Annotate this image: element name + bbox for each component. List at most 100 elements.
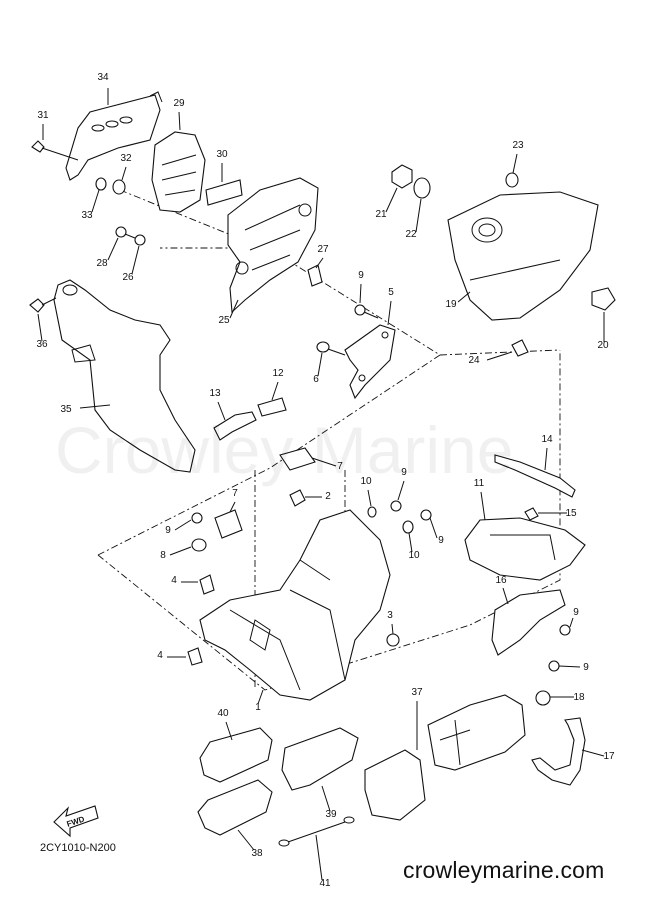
part-number-label: 8 xyxy=(160,550,166,561)
part-number-label: 5 xyxy=(388,287,394,298)
leader-line xyxy=(225,721,233,741)
part-number-label: 36 xyxy=(36,339,48,350)
bracket-16 xyxy=(491,589,566,656)
part-number-label: 31 xyxy=(37,110,49,121)
bolts-9-mid xyxy=(390,500,432,521)
part-number-label: 39 xyxy=(325,809,337,820)
part-number-label: 41 xyxy=(319,878,331,889)
battery-box-1 xyxy=(199,509,391,701)
part-number-label: 4 xyxy=(157,650,163,661)
leader-line xyxy=(558,665,581,668)
part-number-label: 11 xyxy=(474,478,485,489)
cable-41 xyxy=(278,816,355,847)
leader-line xyxy=(457,291,471,303)
leader-line xyxy=(131,245,140,275)
leader-line xyxy=(415,198,422,233)
website-footer: crowleymarine.com xyxy=(403,857,605,883)
part-number-label: 18 xyxy=(573,692,585,703)
tube-40 xyxy=(199,727,273,783)
leader-line xyxy=(512,153,518,174)
bracket-5 xyxy=(344,324,396,400)
leader-line xyxy=(311,457,337,467)
bolt-9-upper xyxy=(354,304,379,319)
part-number-label: 21 xyxy=(375,209,387,220)
grommet-18 xyxy=(535,690,551,706)
tube-38 xyxy=(197,779,273,836)
leader-line xyxy=(169,546,192,556)
part-number-label: 2 xyxy=(325,491,331,502)
cover-29 xyxy=(151,131,206,213)
leader-line xyxy=(544,447,548,471)
leader-line xyxy=(359,283,362,304)
bolt-31 xyxy=(31,140,79,161)
leader-line xyxy=(178,111,181,131)
leader-line xyxy=(480,491,486,521)
leader-line xyxy=(387,300,392,326)
side-cover-19 xyxy=(447,191,599,321)
pad-7-left xyxy=(214,509,243,539)
part-number-label: 9 xyxy=(438,535,444,546)
bracket-assembly-25-27 xyxy=(227,177,323,314)
leader-line xyxy=(107,237,119,261)
top-bracket-34 xyxy=(65,91,163,181)
collar-3 xyxy=(386,633,400,647)
part-number-label: 30 xyxy=(216,149,228,160)
part-number-label: 9 xyxy=(573,607,579,618)
part-number-label: 10 xyxy=(408,550,420,561)
part-number-label: 7 xyxy=(337,461,343,472)
holder-37 xyxy=(364,694,526,821)
part-number-label: 7 xyxy=(232,488,238,499)
nut-2 xyxy=(289,489,306,507)
part-number-label: 17 xyxy=(603,751,615,762)
bracket-11 xyxy=(464,517,586,581)
part-number-label: 9 xyxy=(165,525,171,536)
pad-7-upper xyxy=(279,447,316,471)
screw-36 xyxy=(29,297,57,313)
part-number-label: 14 xyxy=(541,434,553,445)
strap-17 xyxy=(531,717,586,786)
grommet-32-33 xyxy=(95,177,126,195)
leader-line xyxy=(229,299,239,319)
leader-line xyxy=(429,517,438,539)
leader-line xyxy=(367,489,372,507)
leader-lines xyxy=(37,88,605,881)
clip-4-upper xyxy=(199,574,215,595)
part-number-label: 32 xyxy=(120,153,132,164)
part-number-label: 3 xyxy=(387,610,393,621)
fwd-arrow-icon: FWD xyxy=(53,805,99,838)
leader-line xyxy=(317,352,323,377)
part-number-label: 6 xyxy=(313,374,319,385)
leader-line xyxy=(397,480,405,501)
part-number-label: 22 xyxy=(405,229,417,240)
leader-line xyxy=(486,351,513,361)
leader-line xyxy=(174,519,192,531)
part-number-label: 13 xyxy=(209,388,221,399)
strap-13 xyxy=(213,411,257,441)
part-number-label: 24 xyxy=(468,355,480,366)
leader-line xyxy=(237,829,255,851)
leader-line xyxy=(321,785,331,812)
leader-line xyxy=(257,689,264,705)
leader-line xyxy=(37,313,43,342)
part-number-label: 10 xyxy=(360,476,372,487)
leader-line xyxy=(121,166,127,181)
clip-24 xyxy=(511,339,529,357)
large-plate-35 xyxy=(53,279,196,473)
part-number-label: 23 xyxy=(512,140,524,151)
part-number-label: 29 xyxy=(173,98,185,109)
clip-12 xyxy=(257,397,287,417)
grommet-23 xyxy=(505,172,519,188)
leader-line xyxy=(229,501,236,513)
fastener-20 xyxy=(591,287,616,311)
leader-line xyxy=(79,404,111,409)
leader-line xyxy=(408,532,413,553)
grommet-8 xyxy=(191,538,207,552)
watermark-text: Crowley Marine xyxy=(55,413,514,487)
part-number-label: 34 xyxy=(97,72,109,83)
part-number-label: 26 xyxy=(122,272,134,283)
part-number-label: 37 xyxy=(411,687,423,698)
leader-line xyxy=(569,617,574,628)
part-number-label: 1 xyxy=(255,702,261,713)
part-number-label: 33 xyxy=(81,210,93,221)
